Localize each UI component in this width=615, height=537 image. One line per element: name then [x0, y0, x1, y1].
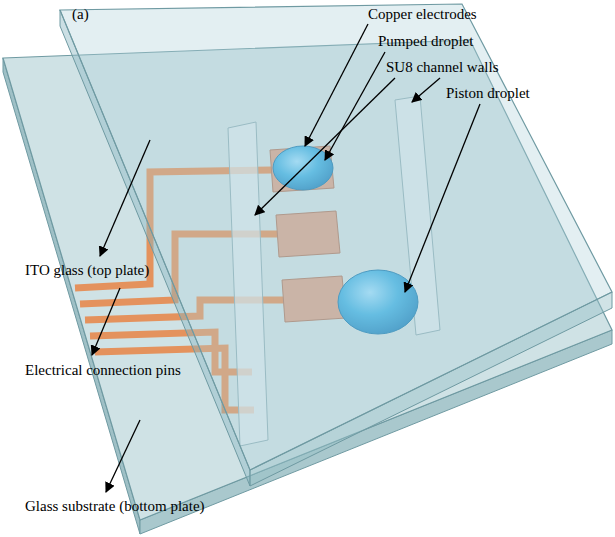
part-label: SU8 channel walls — [386, 59, 498, 76]
part-label: Pumped droplet — [378, 33, 473, 50]
panel-label: (a) — [72, 6, 89, 23]
part-label: Electrical connection pins — [25, 362, 181, 379]
ito-top-plate — [60, 4, 612, 486]
part-label: Glass substrate (bottom plate) — [25, 498, 205, 515]
part-label: ITO glass (top plate) — [25, 262, 149, 279]
leader-arrows — [92, 24, 480, 492]
part-label: Piston droplet — [446, 85, 530, 102]
part-label: Copper electrodes — [368, 6, 477, 23]
